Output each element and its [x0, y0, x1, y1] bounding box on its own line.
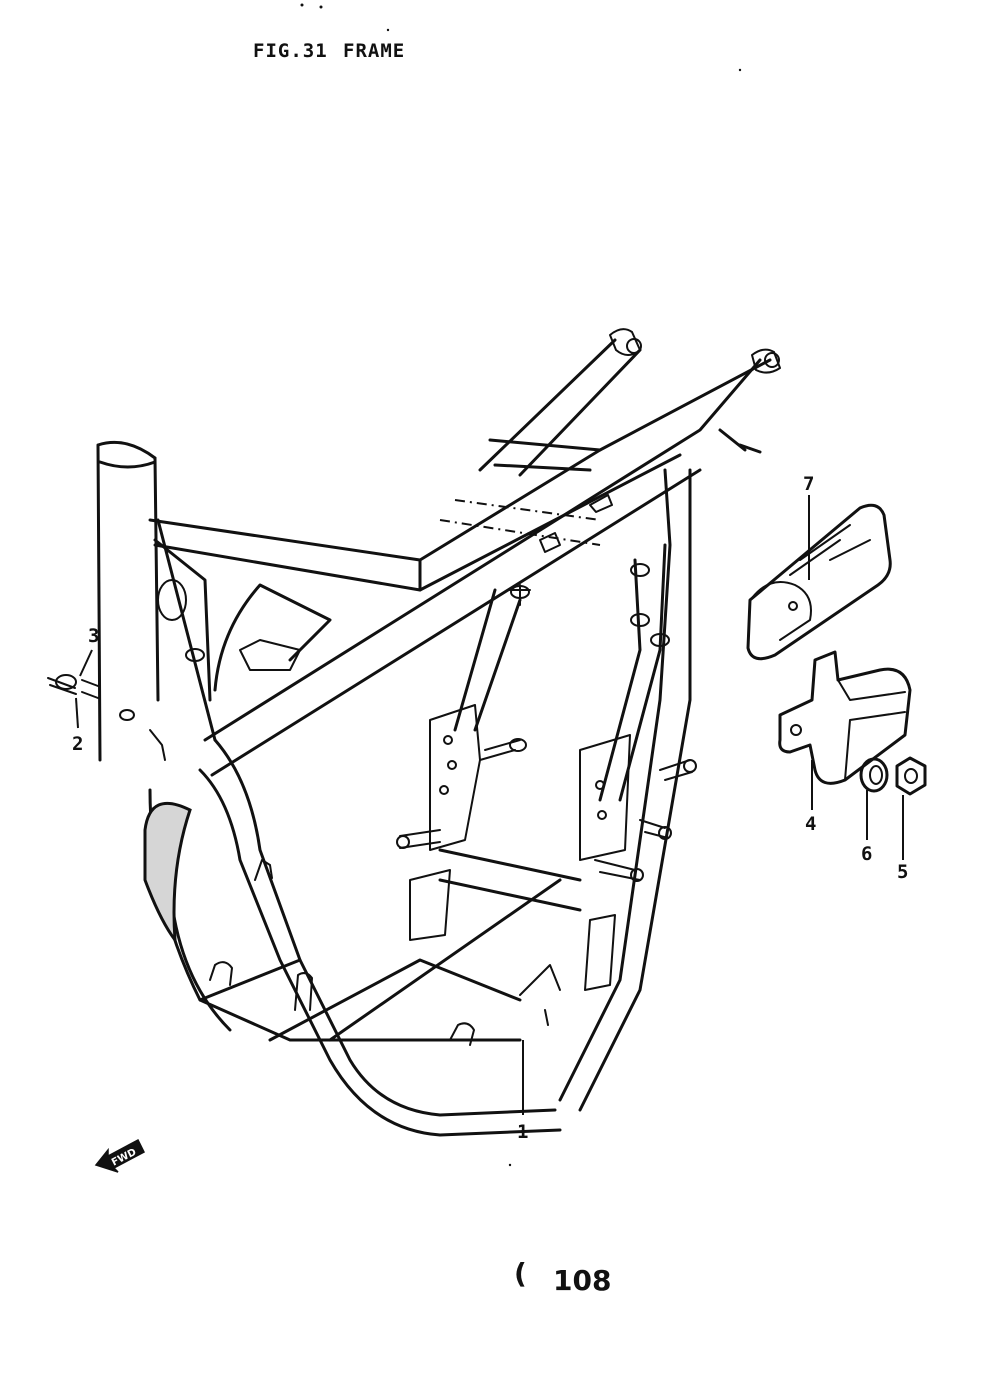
scan-specks — [300, 3, 742, 1167]
page-mark: ( — [514, 1257, 527, 1290]
callout-2: 2 — [72, 733, 83, 755]
page-number: 108 — [553, 1264, 611, 1297]
callout-3: 3 — [88, 625, 99, 647]
forward-arrow-icon: FWD — [94, 1138, 145, 1173]
washer-part-6 — [859, 757, 889, 793]
figure-name: FRAME — [343, 40, 405, 62]
callout-6: 6 — [861, 843, 872, 865]
figure-title: FIG.31 FRAME — [253, 40, 405, 62]
leader-lines — [75, 495, 904, 1115]
page-footer: ( 108 — [514, 1257, 611, 1297]
callout-4: 4 — [805, 813, 816, 835]
callout-1: 1 — [517, 1121, 528, 1143]
plate-part-7 — [746, 503, 892, 661]
frame-part — [96, 328, 781, 1137]
head-bolt-assembly — [47, 674, 99, 699]
bracket-part-4 — [778, 650, 912, 785]
callout-labels: 1 2 3 4 5 6 7 — [72, 473, 908, 1143]
figure-number: FIG.31 — [253, 40, 328, 62]
callout-7: 7 — [803, 473, 814, 495]
nut-part-5 — [895, 756, 927, 796]
callout-5: 5 — [897, 861, 908, 883]
